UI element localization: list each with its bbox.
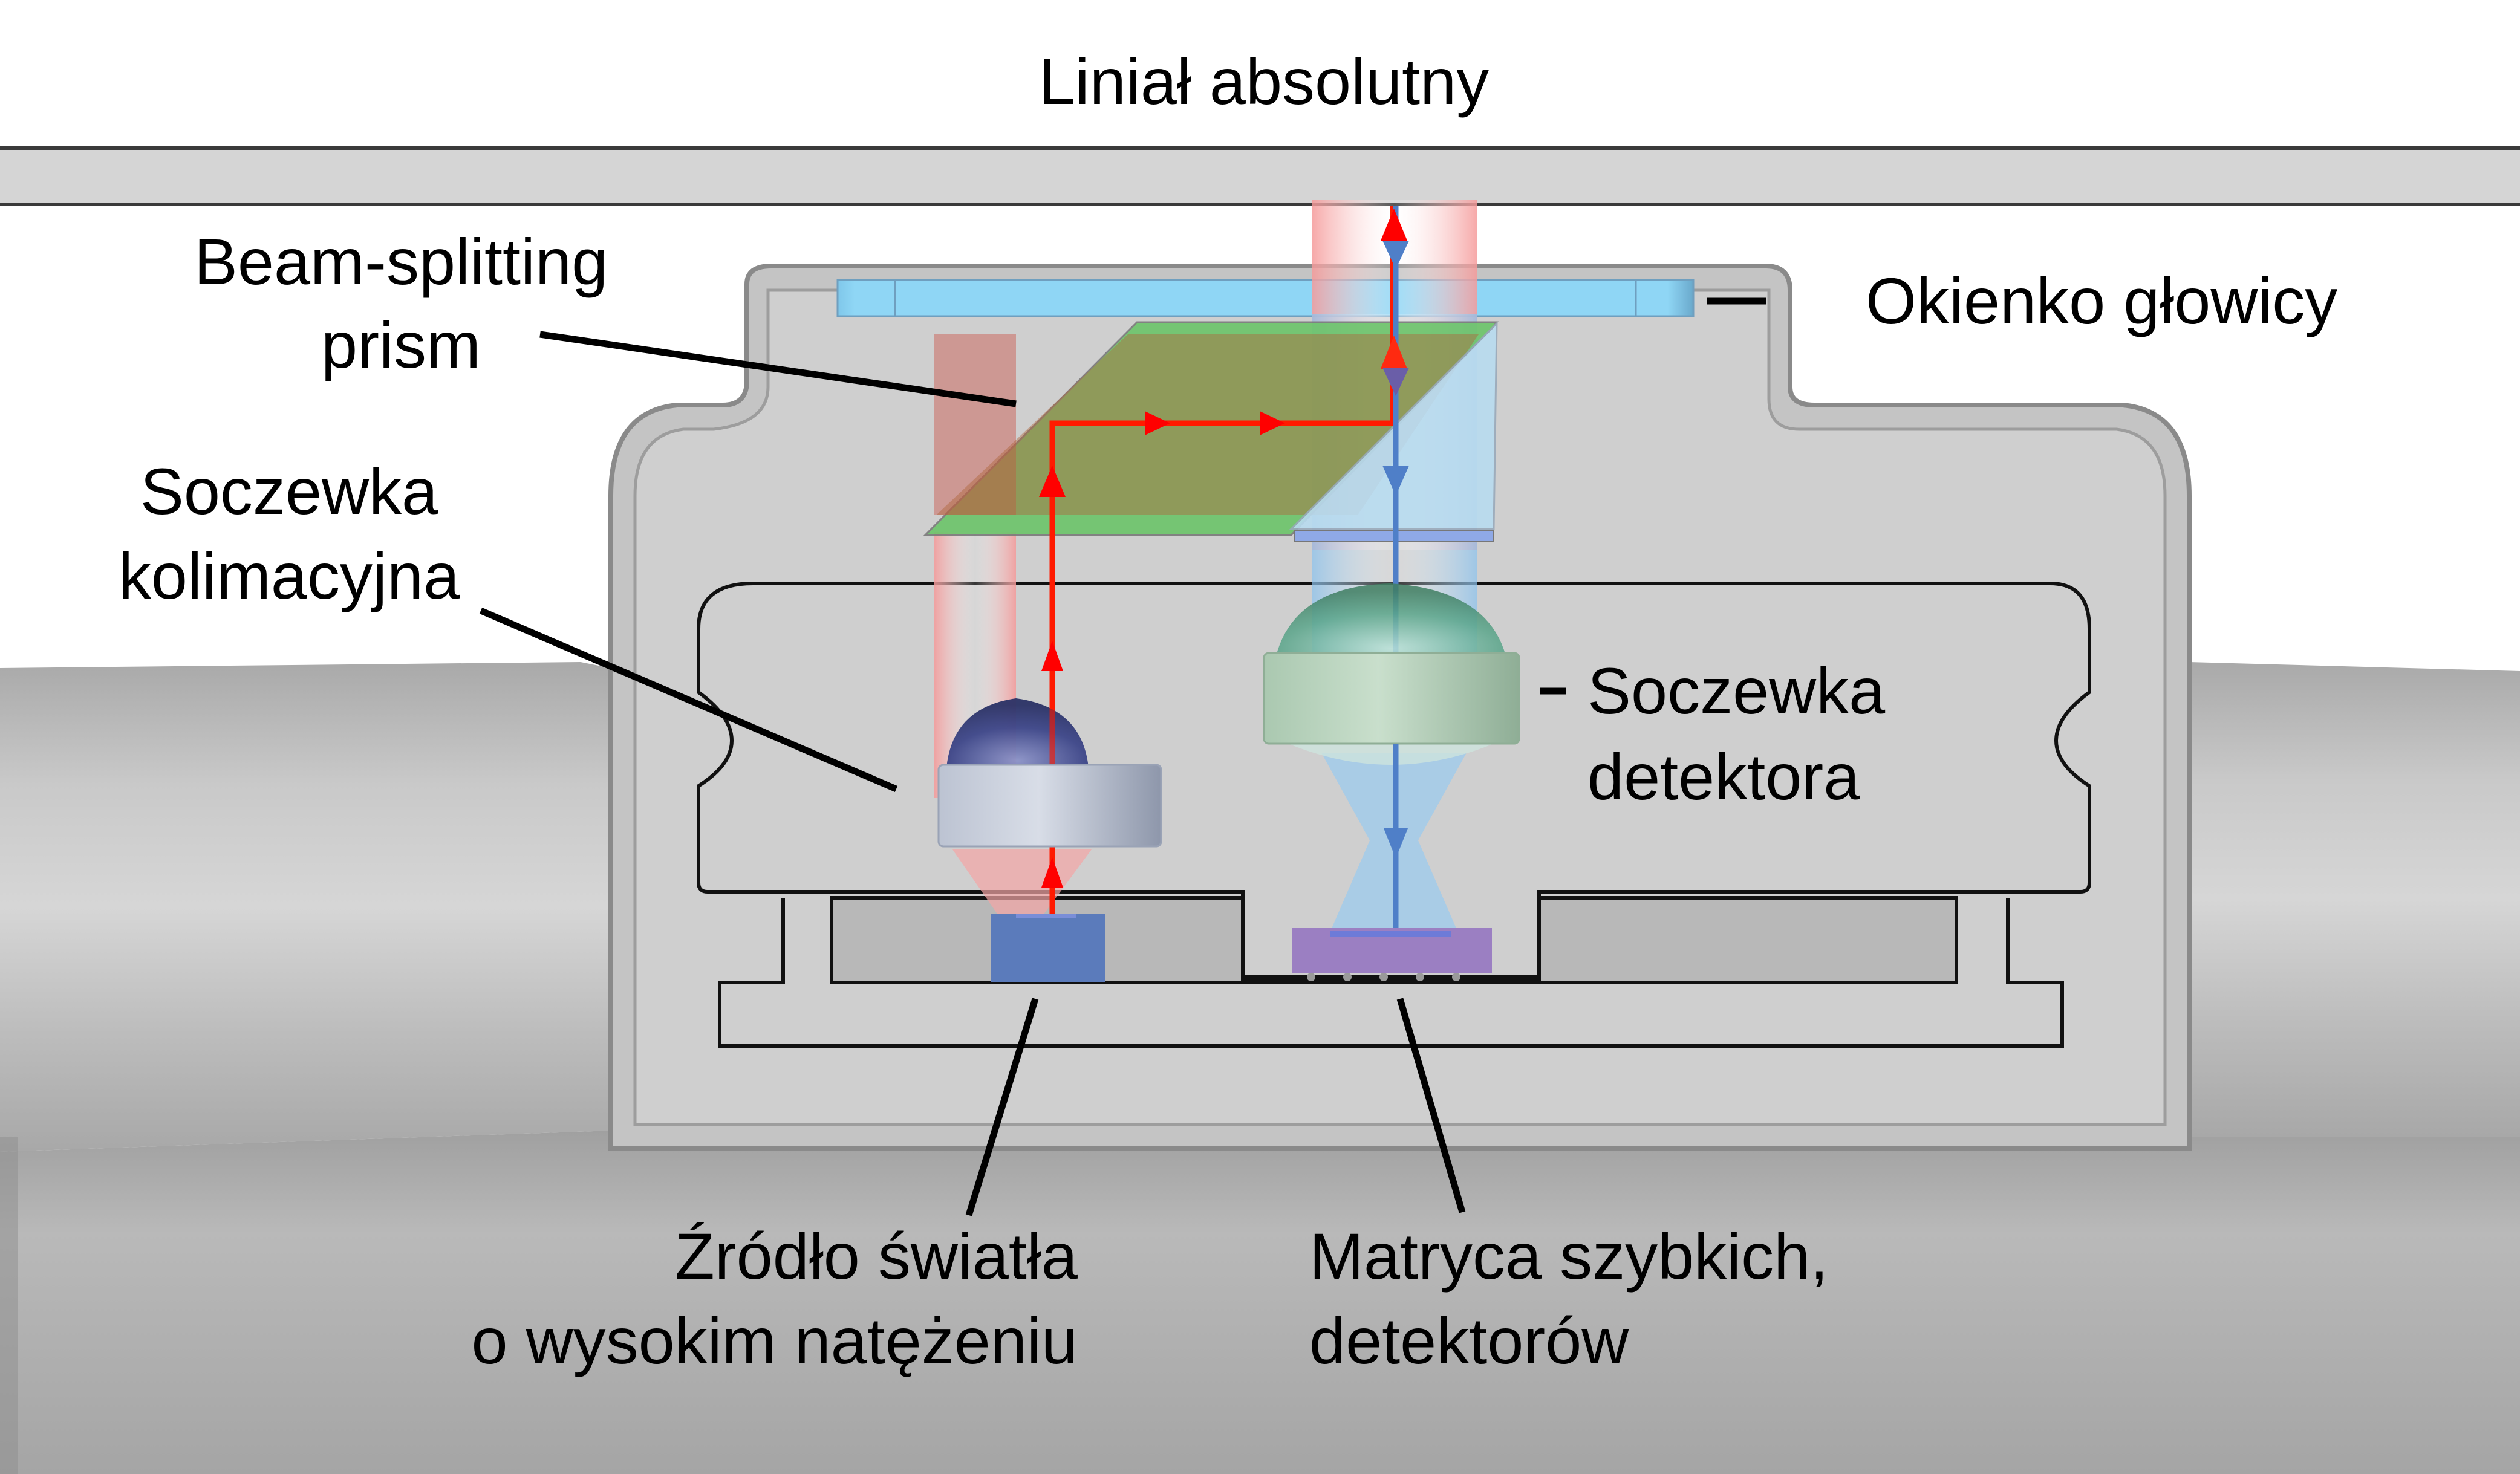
arrow-down-icon [1382,368,1409,396]
head-window [836,279,1695,317]
beam-splitting-prism [923,321,1499,542]
leader-light-source [965,998,1039,1216]
leader-lines [479,297,1766,1216]
label-prism-line1: Beam-splitting [194,225,608,298]
labels: Beam-splitting prism Soczewka kolimacyjn… [119,225,2337,1377]
arrow-down-icon [1382,466,1409,496]
arrow-down-icon [1384,828,1408,859]
label-detector-lens-line2: detektora [1587,740,1860,813]
leader-collimating-lens [479,607,898,793]
label-detector-array-line2: detektorów [1309,1304,1629,1377]
label-window: Okienko głowicy [1866,264,2337,337]
ruler-title: Liniał absolutny [1039,45,1490,118]
arrow-up-icon [1041,857,1063,888]
label-light-source-line1: Źródło światła [675,1219,1078,1293]
label-prism-line2: prism [321,308,481,381]
red-cone [952,849,1092,919]
label-detector-array-line1: Matryca szybkich, [1309,1219,1828,1293]
arrow-right-icon [1145,411,1170,435]
arrow-up-icon [1381,336,1407,369]
leader-detector-array [1396,998,1466,1213]
arrow-up-icon [1039,466,1066,497]
label-collimating-lens-line2: kolimacyjna [119,539,460,612]
label-light-source-line2: o wysokim natężeniu [472,1304,1078,1377]
leader-prism [539,331,1017,407]
light-source [991,914,1105,982]
collimating-lens [937,698,1162,848]
arrow-down-icon [1382,241,1409,269]
detector-array [1292,928,1492,981]
label-collimating-lens-line1: Soczewka [140,455,438,528]
arrow-up-icon [1041,641,1063,671]
arrow-up-icon [1381,209,1407,241]
arrow-right-icon [1260,411,1285,435]
optical-rays [1039,206,1409,931]
detector-lens [1263,583,1520,786]
absolute-ruler [0,146,2520,206]
label-detector-lens-line1: Soczewka [1587,654,1886,727]
